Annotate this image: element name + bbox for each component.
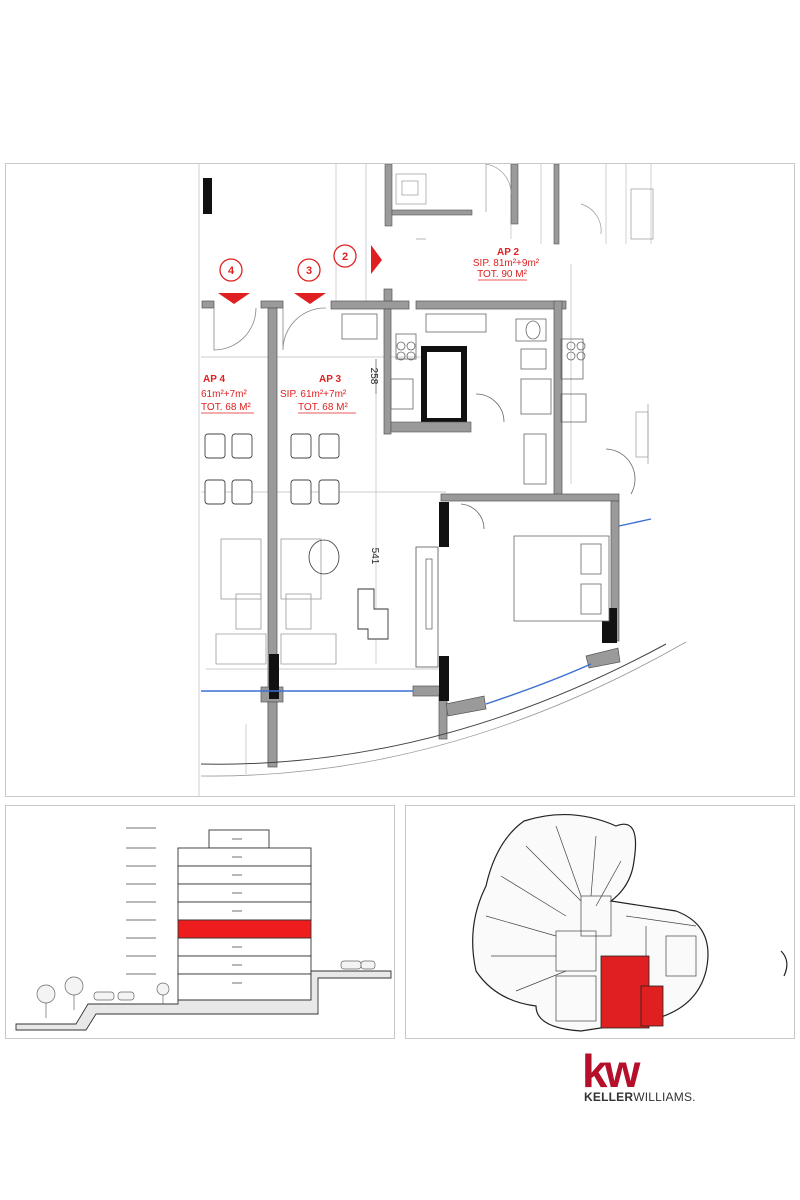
column-top-left <box>203 178 212 214</box>
ap4-total: TOT. 68 M² <box>201 402 251 413</box>
ap4-name: AP 4 <box>203 374 225 385</box>
ap2-total: TOT. 90 M² <box>477 269 527 280</box>
marker-4-number: 4 <box>228 265 235 277</box>
key-plan-panel <box>405 805 795 1039</box>
dining-furniture <box>204 433 340 505</box>
ap3-area: SIP. 61m²+7m² <box>280 389 347 400</box>
building-section-drawing <box>15 827 392 1031</box>
building-section-panel <box>5 805 395 1039</box>
logo-wordmark: KELLERWILLIAMS. <box>584 1090 696 1104</box>
highlighted-floor <box>177 919 312 939</box>
marker-3: 3 <box>294 258 326 304</box>
marker-2-number: 2 <box>342 251 348 263</box>
marker-2: 2 <box>333 244 382 274</box>
logo-brand-bold: KELLER <box>584 1090 634 1104</box>
ap3-total: TOT. 68 M² <box>298 402 348 413</box>
level-markers <box>126 827 156 975</box>
curved-facade <box>200 518 687 777</box>
keller-williams-logo: kw KELLERWILLIAMS. <box>582 1048 722 1108</box>
dimension-lower: 541 <box>369 548 380 565</box>
key-plan-drawing <box>472 814 788 1032</box>
ap4-area: 61m²+7m² <box>201 389 248 400</box>
landscape <box>36 960 376 1018</box>
bedroom-bed <box>513 535 610 622</box>
logo-mark: kw <box>582 1045 640 1097</box>
marker-4: 4 <box>218 258 250 304</box>
door-swings <box>213 307 327 351</box>
logo-brand-light: WILLIAMS. <box>633 1090 696 1104</box>
ap2-name: AP 2 <box>497 247 519 258</box>
ground-podium <box>15 970 392 1031</box>
dimension-upper: 258 <box>368 368 379 385</box>
shaft-box <box>421 346 467 424</box>
living-furniture <box>215 538 340 665</box>
floor-plan-panel: 4 3 2 AP 2 SIP. 81m²+9m² TOT. 90 M² <box>5 163 795 797</box>
kitchen-bath-fixtures <box>341 313 636 530</box>
ap2-area: SIP. 81m²+9m² <box>473 258 540 269</box>
building-floors <box>177 829 312 1001</box>
floor-plan-drawing: 4 3 2 AP 2 SIP. 81m²+9m² TOT. 90 M² <box>198 164 687 796</box>
ap3-name: AP 3 <box>319 374 341 385</box>
marker-3-number: 3 <box>306 265 312 277</box>
apartment-walls <box>201 288 621 768</box>
